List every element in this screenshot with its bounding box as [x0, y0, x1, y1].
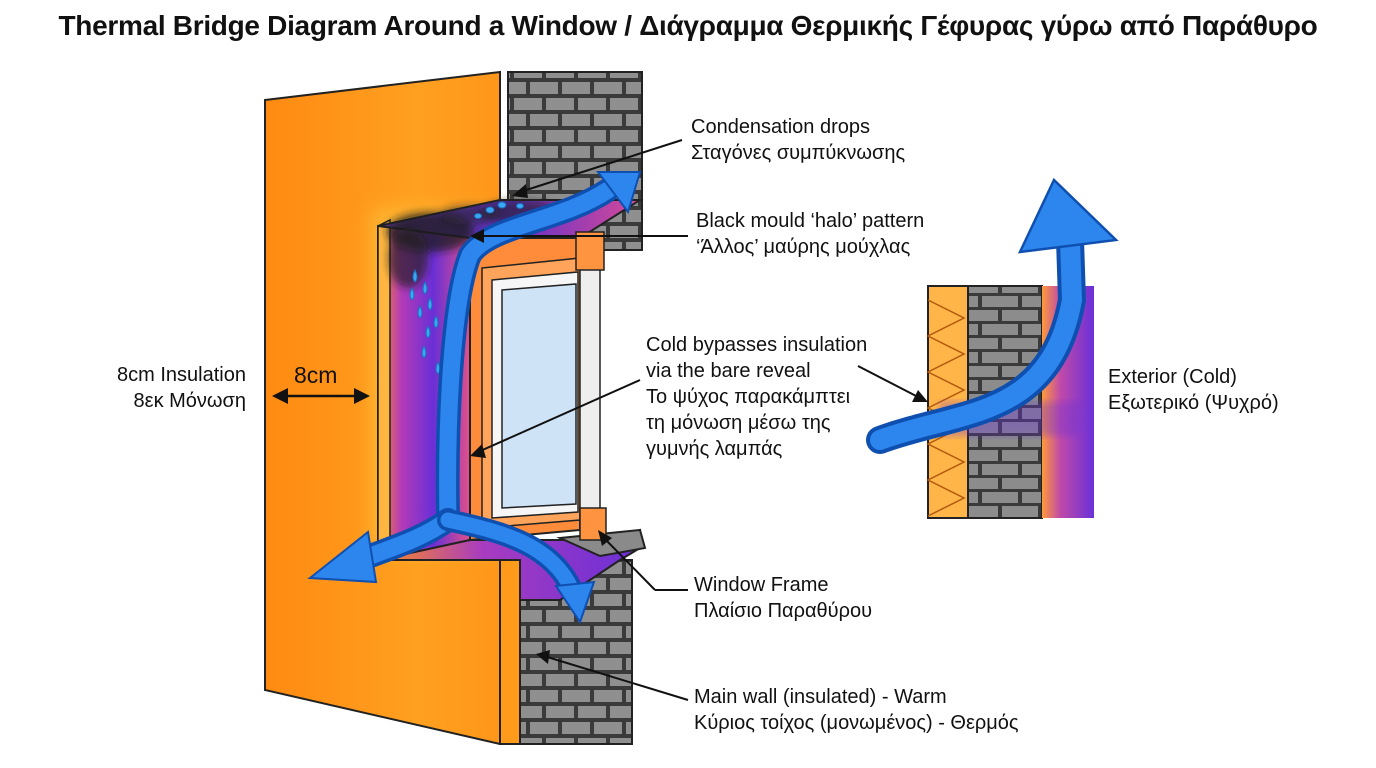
label-main-wall: Main wall (insulated) - Warm Κύριος τοίχ…	[694, 684, 1019, 736]
label-bypass-el2: τη μόνωση μέσω της	[646, 412, 831, 434]
insulation-edge	[377, 218, 391, 562]
dimension-label: 8cm	[294, 362, 338, 388]
label-mould-en: Black mould ‘halo’ pattern	[696, 210, 925, 232]
label-insulation: 8cm Insulation 8εκ Μόνωση	[60, 362, 246, 414]
inset-section	[866, 177, 1119, 519]
label-condensation-el: Σταγόνες συμπύκνωσης	[691, 142, 906, 164]
label-insulation-el: 8εκ Μόνωση	[133, 390, 246, 412]
label-frame-el: Πλαίσιο Παραθύρου	[694, 600, 873, 622]
leader-lines	[470, 139, 928, 701]
label-condensation-en: Condensation drops	[691, 116, 871, 138]
label-main-wall-el: Κύριος τοίχος (μονωμένος) - Θερμός	[694, 712, 1019, 734]
label-condensation: Condensation drops Σταγόνες συμπύκνωσης	[691, 114, 905, 166]
cold-airflow-arrow	[307, 171, 642, 625]
label-exterior-el: Εξωτερικό (Ψυχρό)	[1108, 392, 1279, 414]
label-mould-el: ‘Άλλος’ μαύρης μούχλας	[696, 236, 911, 258]
label-bypass-en1: Cold bypasses insulation	[646, 334, 868, 356]
wall-section	[264, 70, 647, 745]
dimension-8cm	[272, 388, 370, 404]
window-glass	[501, 283, 577, 509]
label-bypass-el3: γυμνής λαμπάς	[646, 438, 783, 460]
label-window-frame: Window Frame Πλαίσιο Παραθύρου	[694, 572, 872, 624]
label-mould: Black mould ‘halo’ pattern ‘Άλλος’ μαύρη…	[696, 208, 924, 260]
label-bypass-el1: Το ψύχος παρακάμπτει	[646, 386, 851, 408]
label-frame-en: Window Frame	[694, 574, 829, 596]
label-insulation-en: 8cm Insulation	[117, 364, 246, 386]
label-exterior: Exterior (Cold) Εξωτερικό (Ψυχρό)	[1108, 364, 1279, 416]
label-main-wall-en: Main wall (insulated) - Warm	[694, 686, 947, 708]
label-bypass: Cold bypasses insulation via the bare re…	[646, 332, 867, 462]
label-exterior-en: Exterior (Cold)	[1108, 366, 1237, 388]
window-frame	[469, 231, 607, 542]
diagram-title: Thermal Bridge Diagram Around a Window /…	[58, 10, 1318, 41]
label-bypass-en2: via the bare reveal	[646, 360, 811, 382]
mould-halo	[386, 200, 560, 288]
